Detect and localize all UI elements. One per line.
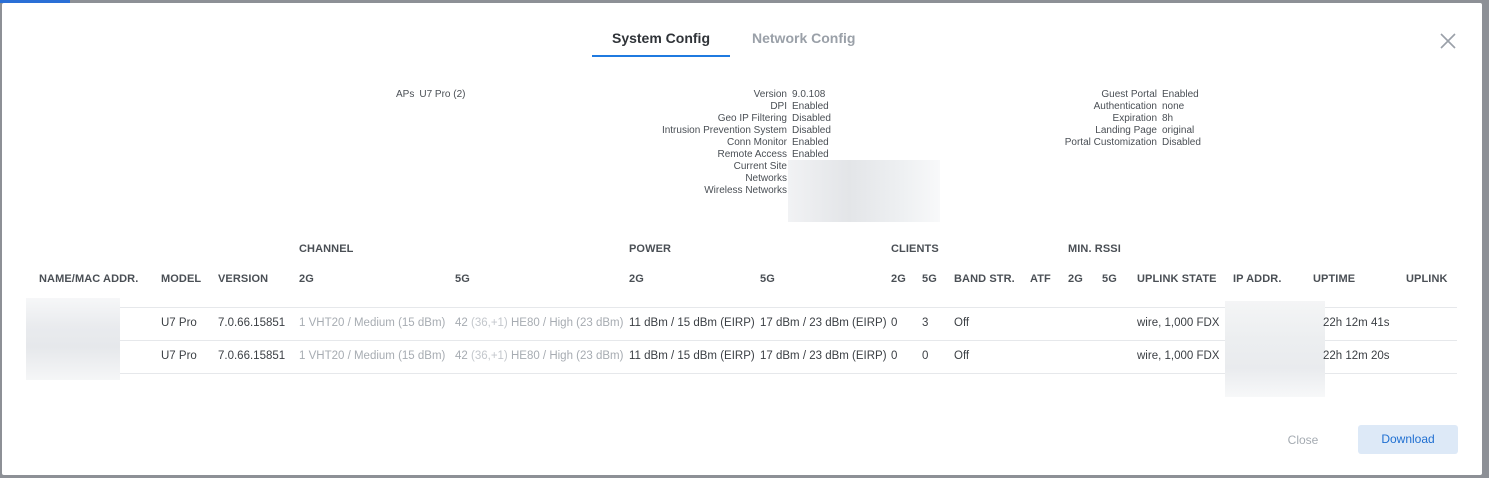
col-header-name[interactable]: NAME/MAC ADDR. xyxy=(39,273,139,285)
summary-value: none xyxy=(1162,101,1185,112)
table-divider xyxy=(120,340,1457,341)
summary-label: Current Site xyxy=(733,161,787,172)
cell-power-5g: 17 dBm / 23 dBm (EIRP) xyxy=(760,350,887,362)
close-button[interactable]: Close xyxy=(1287,433,1319,447)
cell-model: U7 Pro xyxy=(161,350,197,362)
redacted-ip-addresses xyxy=(1225,301,1325,397)
col-header-model[interactable]: MODEL xyxy=(161,273,202,285)
summary-value: Enabled xyxy=(792,149,829,160)
table-divider xyxy=(120,373,1457,374)
channel-detail: HE80 / High (23 dBm) xyxy=(510,317,624,329)
system-summary: Version 9.0.108 DPI Enabled Geo IP Filteri… xyxy=(642,89,831,197)
group-header-channel: CHANNEL xyxy=(299,243,354,255)
col-header-clients-5g[interactable]: 5G xyxy=(922,273,937,285)
col-header-rssi-2g[interactable]: 2G xyxy=(1068,273,1083,285)
page-progress-bar xyxy=(0,0,70,3)
col-header-band-steering[interactable]: BAND STR. xyxy=(954,273,1015,285)
cell-channel-2g: 1 VHT20 / Medium (15 dBm) xyxy=(299,317,446,329)
summary-value: Disabled xyxy=(1162,137,1201,148)
summary-label: Version xyxy=(753,89,787,100)
col-header-ip[interactable]: IP ADDR. xyxy=(1233,273,1282,285)
summary-label: Intrusion Prevention System xyxy=(661,125,787,136)
col-header-uplink[interactable]: UPLINK xyxy=(1406,273,1448,285)
cell-power-2g: 11 dBm / 15 dBm (EIRP) xyxy=(629,350,755,362)
summary-label: Remote Access xyxy=(717,149,787,160)
redacted-site-info xyxy=(788,160,940,222)
aps-label: APs xyxy=(396,89,415,100)
summary-value: Disabled xyxy=(792,125,831,136)
portal-summary: Guest Portal Enabled Authentication none E… xyxy=(1042,89,1201,149)
summary-value: Enabled xyxy=(792,137,829,148)
cell-uplink-state: wire, 1,000 FDX xyxy=(1137,317,1220,329)
col-header-uplink-state[interactable]: UPLINK STATE xyxy=(1137,273,1217,285)
col-header-channel-5g[interactable]: 5G xyxy=(455,273,470,285)
summary-label: DPI xyxy=(770,101,787,112)
aps-value: U7 Pro (2) xyxy=(419,89,466,100)
config-modal: System Config Network Config APs U7 Pro … xyxy=(2,3,1482,475)
cell-version: 7.0.66.15851 xyxy=(218,317,286,329)
summary-value: Enabled xyxy=(792,101,829,112)
summary-label: Conn Monitor xyxy=(726,137,787,148)
summary-value: Enabled xyxy=(1162,89,1199,100)
cell-power-5g: 17 dBm / 23 dBm (EIRP) xyxy=(760,317,887,329)
cell-channel-5g: 42 (36,+1) HE80 / High (23 dBm) xyxy=(455,350,623,362)
channel-detail: HE80 / High (23 dBm) xyxy=(510,350,624,362)
cell-power-2g: 11 dBm / 15 dBm (EIRP) xyxy=(629,317,755,329)
col-header-rssi-5g[interactable]: 5G xyxy=(1102,273,1117,285)
col-header-power-5g[interactable]: 5G xyxy=(760,273,775,285)
summary-label: Geo IP Filtering xyxy=(717,113,787,124)
col-header-uptime[interactable]: UPTIME xyxy=(1313,273,1356,285)
cell-channel-2g: 1 VHT20 / Medium (15 dBm) xyxy=(299,350,446,362)
cell-model: U7 Pro xyxy=(161,317,197,329)
summary-label: Guest Portal xyxy=(1101,89,1157,100)
summary-label: Expiration xyxy=(1112,113,1157,124)
tab-network-config[interactable]: Network Config xyxy=(752,30,856,46)
summary-label: Wireless Networks xyxy=(704,185,787,196)
col-header-atf[interactable]: ATF xyxy=(1030,273,1051,285)
cell-uptime: 22h 12m 20s xyxy=(1323,350,1390,362)
summary-value: original xyxy=(1162,125,1195,136)
cell-clients-5g: 0 xyxy=(922,350,929,362)
download-button[interactable]: Download xyxy=(1358,425,1458,454)
summary-label: Portal Customization xyxy=(1064,137,1157,148)
summary-value: 9.0.108 xyxy=(792,89,826,100)
col-header-channel-2g[interactable]: 2G xyxy=(299,273,314,285)
summary-value: 8h xyxy=(1162,113,1174,124)
summary-label: Authentication xyxy=(1093,101,1157,112)
col-header-version[interactable]: VERSION xyxy=(218,273,269,285)
group-header-min-rssi: MIN. RSSI xyxy=(1068,243,1121,255)
channel-extension: (36,+1) xyxy=(471,317,508,329)
cell-uptime: 22h 12m 41s xyxy=(1323,317,1390,329)
cell-band-steering: Off xyxy=(954,317,970,329)
summary-value: Disabled xyxy=(792,113,831,124)
summary-label: Landing Page xyxy=(1095,125,1157,136)
cell-uplink-state: wire, 1,000 FDX xyxy=(1137,350,1220,362)
channel-extension: (36,+1) xyxy=(471,350,508,362)
col-header-clients-2g[interactable]: 2G xyxy=(891,273,906,285)
group-header-clients: CLIENTS xyxy=(891,243,939,255)
summary-label: Networks xyxy=(745,173,787,184)
cell-version: 7.0.66.15851 xyxy=(218,350,286,362)
group-header-power: POWER xyxy=(629,243,672,255)
close-icon[interactable] xyxy=(1438,31,1458,51)
cell-clients-2g: 0 xyxy=(891,317,898,329)
cell-clients-5g: 3 xyxy=(922,317,929,329)
cell-clients-2g: 0 xyxy=(891,350,898,362)
aps-summary: APs U7 Pro (2) xyxy=(396,89,465,101)
tab-system-config[interactable]: System Config xyxy=(592,23,730,57)
table-divider xyxy=(120,307,1457,308)
channel-number: 42 xyxy=(455,350,468,362)
channel-number: 42 xyxy=(455,317,468,329)
cell-channel-5g: 42 (36,+1) HE80 / High (23 dBm) xyxy=(455,317,623,329)
col-header-power-2g[interactable]: 2G xyxy=(629,273,644,285)
cell-band-steering: Off xyxy=(954,350,970,362)
redacted-device-names xyxy=(26,298,120,380)
